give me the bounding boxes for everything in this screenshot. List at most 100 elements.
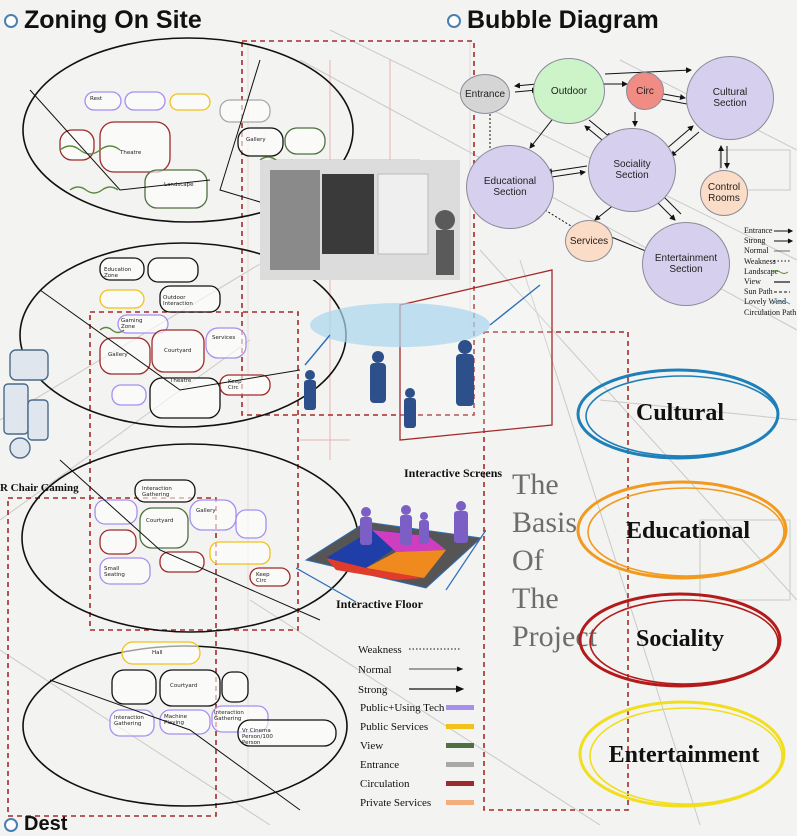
plan-label: Machine Playing bbox=[164, 714, 188, 726]
plan-label: Keep Circ bbox=[256, 572, 270, 584]
legend-swatch bbox=[446, 705, 474, 710]
legend-swatch bbox=[446, 724, 474, 729]
legend-row: Normal bbox=[744, 246, 797, 256]
legend-row: Normal bbox=[358, 660, 408, 680]
plan-label: Hall bbox=[152, 650, 163, 656]
bubble-educational-section: Educational Section bbox=[466, 145, 554, 229]
bubble-outdoor: Outdoor bbox=[533, 58, 605, 124]
basis-word: Basis bbox=[512, 506, 578, 539]
plan-label: Gallery bbox=[108, 352, 128, 358]
legend-row: Landscape bbox=[744, 267, 797, 277]
legend-row: Entrance bbox=[744, 226, 797, 236]
vr-chair-illustration bbox=[3, 349, 49, 459]
legend-swatch bbox=[446, 781, 474, 786]
plan-label: Courtyard bbox=[146, 518, 174, 524]
legend-swatch bbox=[446, 762, 474, 767]
legend-label: Public+Using Tech bbox=[360, 701, 445, 714]
bubble-entertainment-section: Entertainment Section bbox=[642, 222, 730, 306]
legend-row: Strong bbox=[744, 236, 797, 246]
legend-row: Private Services bbox=[360, 793, 474, 812]
plan-label: Vr Cinema Person/100 Person bbox=[242, 728, 273, 746]
legend-swatch bbox=[446, 800, 474, 805]
vr-gaming-caption: VR Chair Gaming bbox=[0, 482, 79, 494]
legend-row: Circulation Path bbox=[744, 308, 797, 318]
ring-icon bbox=[447, 13, 461, 28]
legend-row: Entrance bbox=[360, 755, 474, 774]
bubble-legend-symbols bbox=[771, 228, 794, 305]
legend-label: Weakness bbox=[744, 256, 776, 266]
line-legend: Weakness Normal Strong bbox=[358, 640, 408, 700]
legend-row: Sun Path bbox=[744, 287, 797, 297]
legend-row: Weakness bbox=[358, 640, 408, 660]
plan-label: Services bbox=[212, 335, 236, 341]
bubble-circ: Circ bbox=[626, 72, 664, 110]
basis-word: The bbox=[512, 468, 559, 501]
legend-label: Circulation Path bbox=[744, 307, 797, 317]
legend-label: Landscape bbox=[744, 266, 779, 276]
plan-label: Rest bbox=[90, 96, 102, 102]
legend-row: Strong bbox=[358, 680, 408, 700]
plan-label: Small Seating bbox=[104, 566, 125, 578]
legend-row: View bbox=[360, 736, 474, 755]
zoning-title: Zoning On Site bbox=[4, 6, 202, 35]
plan-label: Theatre bbox=[120, 150, 142, 156]
category-cultural: Cultural bbox=[635, 400, 724, 426]
category-rings bbox=[576, 368, 788, 808]
basis-word: The bbox=[512, 582, 559, 615]
legend-row: Public Services bbox=[360, 717, 474, 736]
interactive-screens-illustration bbox=[304, 269, 553, 441]
legend-label: View bbox=[360, 739, 384, 752]
legend-label: Weakness bbox=[358, 644, 402, 656]
legend-label: Strong bbox=[744, 236, 766, 246]
plan-label: Education Zone bbox=[104, 267, 132, 279]
plan-label: Gallery bbox=[196, 508, 216, 514]
bubble-title: Bubble Diagram bbox=[447, 6, 659, 35]
plan-label: Courtyard bbox=[164, 348, 192, 354]
legend-row: Weakness bbox=[744, 257, 797, 267]
basis-text: The Basis Of The Project bbox=[512, 466, 597, 656]
plan-label: Gallery bbox=[246, 137, 266, 143]
plan-label: Interaction Gathering bbox=[214, 710, 244, 722]
plan-label: Keep Circ bbox=[228, 379, 242, 391]
color-legend: Public+Using Tech Public Services View E… bbox=[360, 698, 474, 812]
legend-label: Private Services bbox=[360, 796, 432, 809]
legend-label: Public Services bbox=[360, 720, 429, 733]
bubble-legend: Entrance Strong Normal Weakness Landscap… bbox=[744, 226, 797, 318]
interactive-screens-caption: Interactive Screens bbox=[404, 466, 503, 480]
legend-label: View bbox=[744, 277, 761, 287]
exhibition-photo bbox=[260, 160, 460, 280]
category-sociality: Sociality bbox=[636, 626, 724, 652]
bubble-control-rooms: Control Rooms bbox=[700, 170, 748, 216]
plan-label: Interaction Gathering bbox=[114, 715, 144, 727]
legend-row: Circulation bbox=[360, 774, 474, 793]
category-entertainment: Entertainment bbox=[608, 742, 760, 768]
plan-label: Courtyard bbox=[170, 683, 198, 689]
plan-label: Theatre bbox=[170, 378, 192, 384]
line-legend-symbols bbox=[409, 648, 465, 693]
legend-label: Sun Path bbox=[744, 287, 773, 297]
interactive-floor-illustration bbox=[296, 501, 486, 603]
legend-label: Strong bbox=[358, 684, 388, 696]
category-educational: Educational bbox=[625, 518, 751, 544]
zoning-plans bbox=[19, 37, 359, 811]
legend-label: Entrance bbox=[360, 758, 400, 771]
plan-label: Gaming Zone bbox=[121, 318, 143, 330]
bubble-cultural-section: Cultural Section bbox=[686, 56, 774, 140]
legend-row: Public+Using Tech bbox=[360, 698, 474, 717]
bubble-title-text: Bubble Diagram bbox=[467, 6, 659, 34]
legend-row: View bbox=[744, 277, 797, 287]
bubble-entrance: Entrance bbox=[460, 74, 510, 114]
plan-label: Outdoor Interaction bbox=[163, 295, 193, 307]
legend-label: Normal bbox=[358, 664, 392, 676]
ring-icon bbox=[4, 13, 18, 28]
plan-label: Interaction Gathering bbox=[142, 486, 172, 498]
legend-label: Normal bbox=[744, 246, 769, 256]
zoning-title-text: Zoning On Site bbox=[24, 6, 202, 34]
bubble-sociality-section: Sociality Section bbox=[588, 128, 676, 212]
legend-swatch bbox=[446, 743, 474, 748]
interactive-floor-caption: Interactive Floor bbox=[336, 597, 423, 611]
legend-label: Lovely Wind bbox=[744, 297, 786, 307]
bubble-services: Services bbox=[565, 220, 613, 262]
plan-label: Landscape bbox=[164, 182, 194, 188]
basis-word: Of bbox=[512, 544, 544, 577]
